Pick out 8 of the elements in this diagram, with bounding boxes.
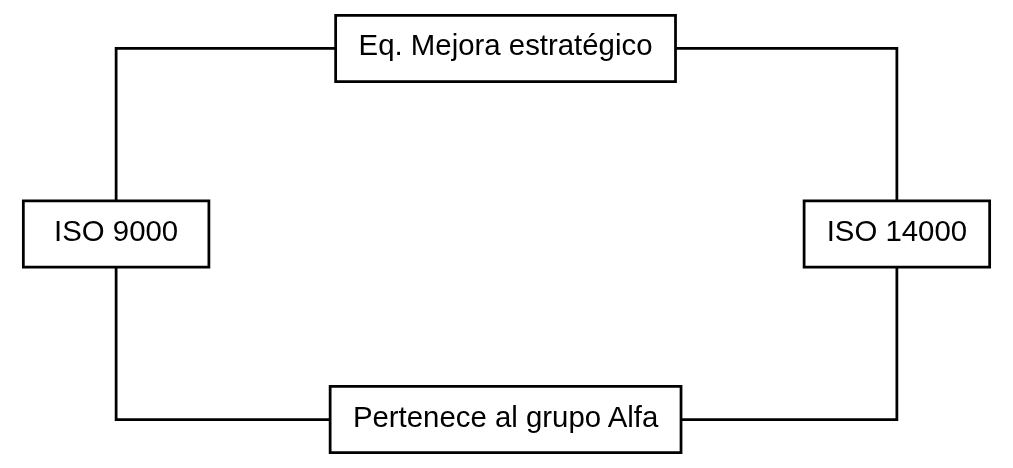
node-box: ISO 9000 xyxy=(21,199,211,269)
connector xyxy=(114,47,336,201)
connector xyxy=(681,267,899,421)
connector xyxy=(114,267,330,421)
node-box: Pertenece al grupo Alfa xyxy=(328,385,683,454)
connector xyxy=(676,47,899,201)
node-box: Eq. Mejora estratégico xyxy=(334,14,677,83)
node-box: ISO 14000 xyxy=(802,199,992,269)
